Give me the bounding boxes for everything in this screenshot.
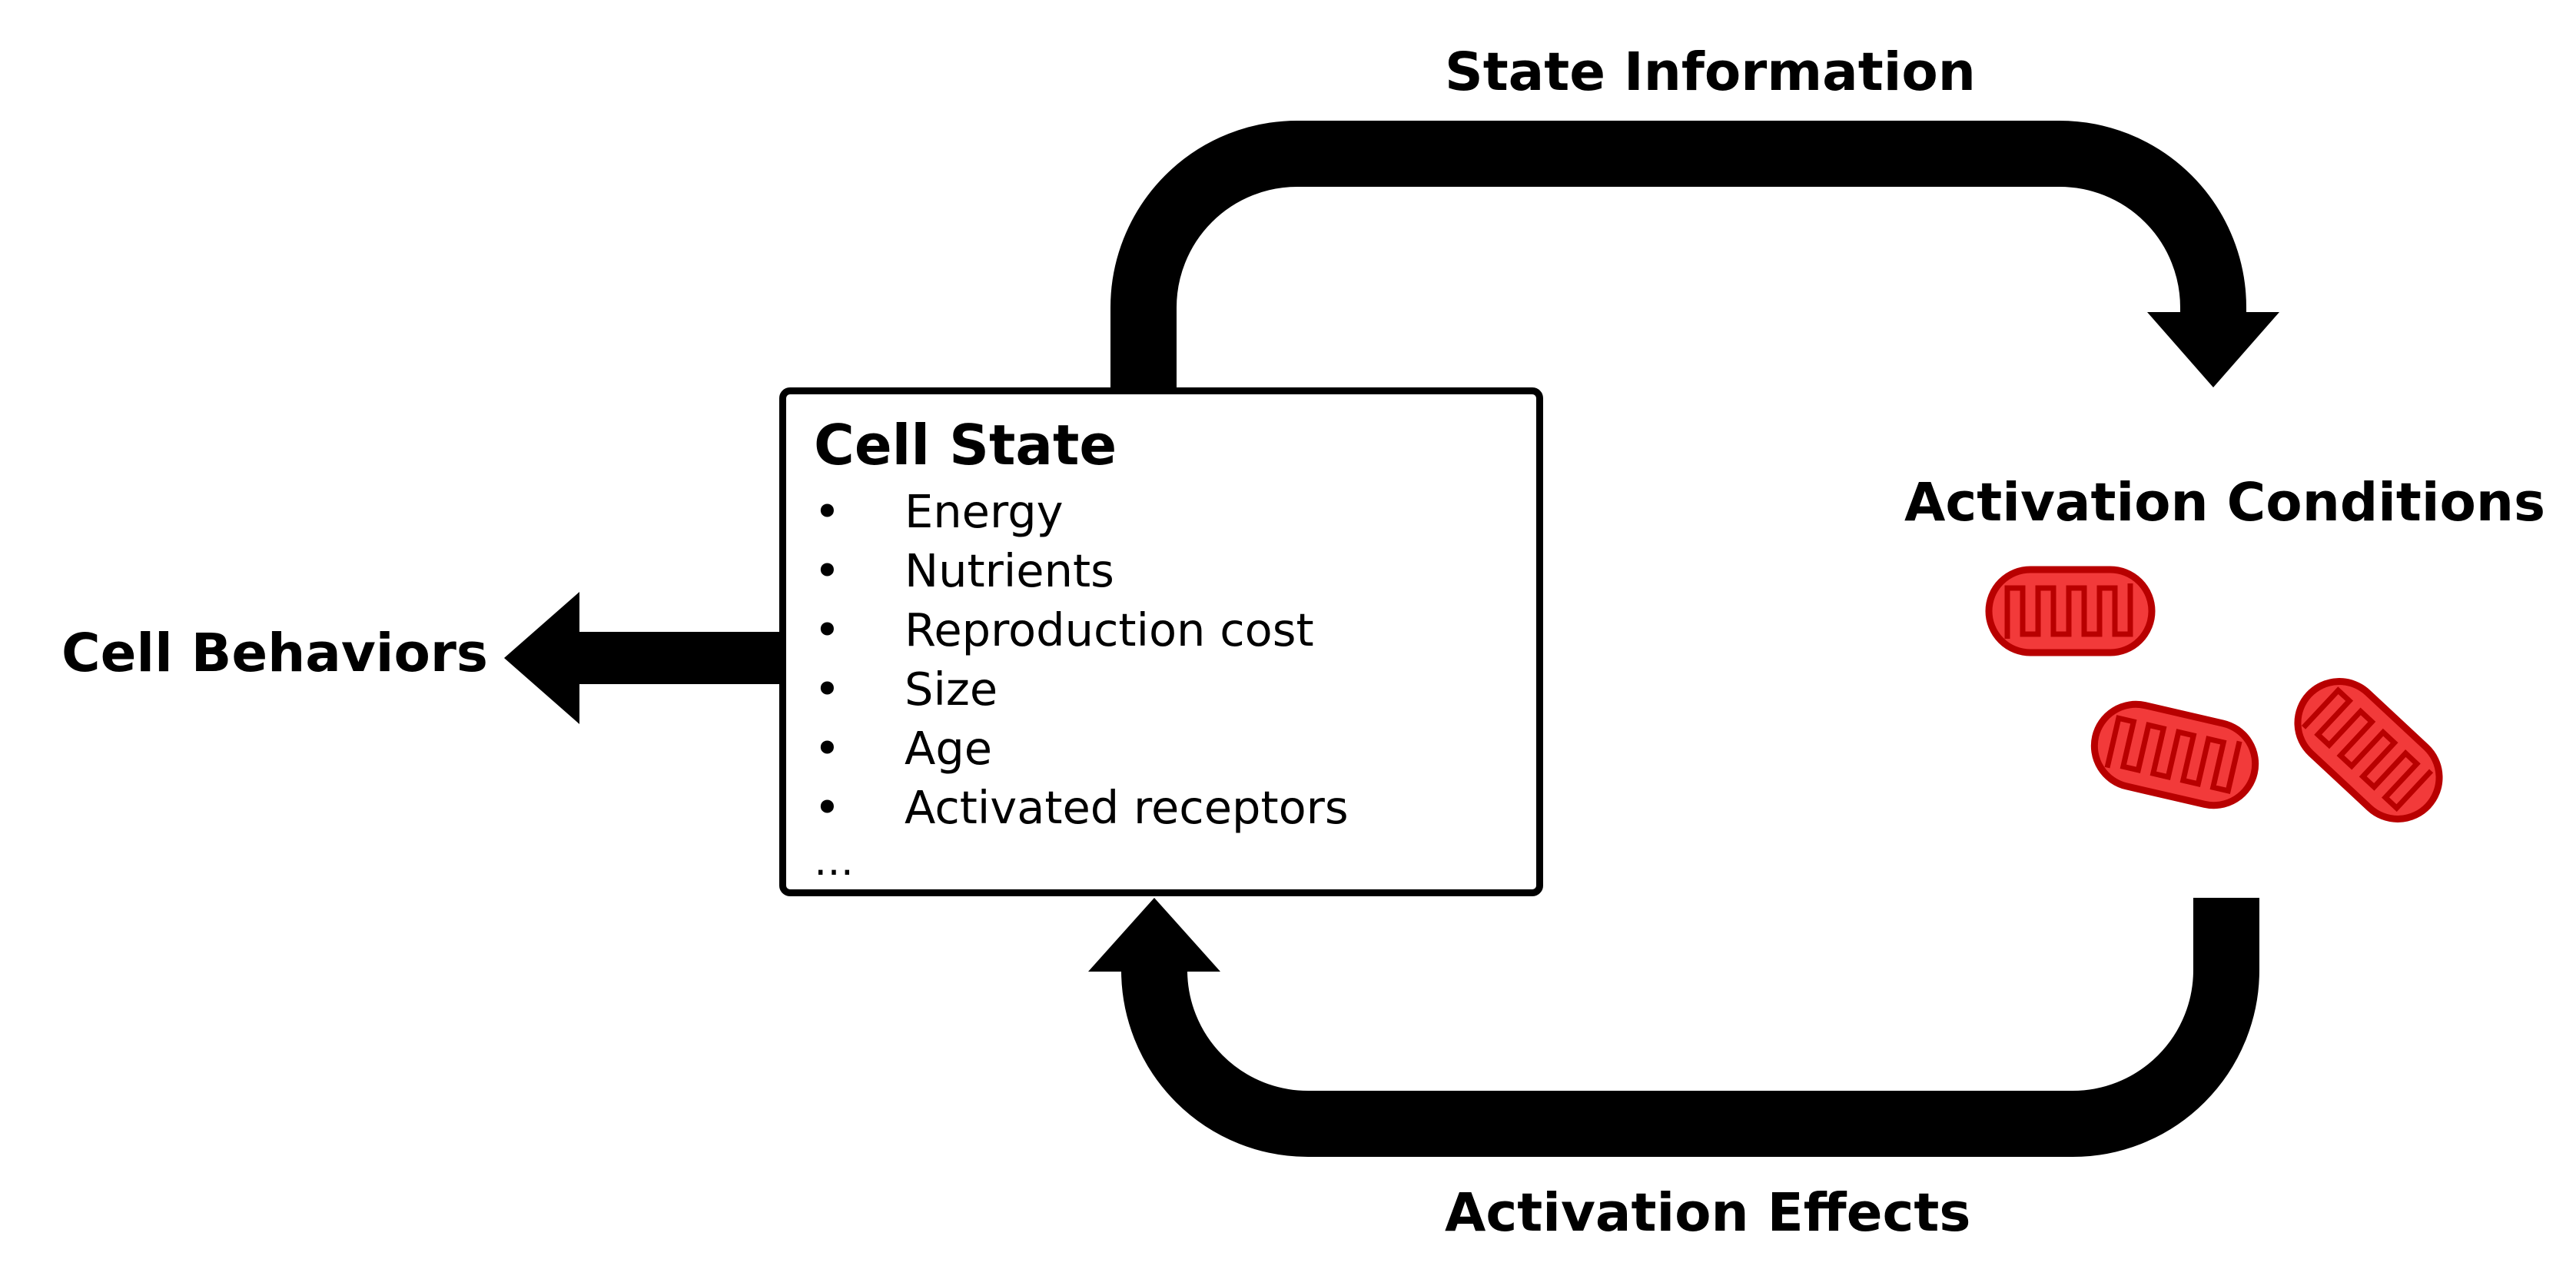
list-item: • Nutrients	[814, 541, 1536, 600]
mitochondrion-icon	[1989, 570, 2152, 653]
cell-behaviors-arrow-shaft	[576, 632, 785, 684]
mitochondrion-icon	[2086, 696, 2264, 814]
list-item-label: Size	[905, 663, 998, 716]
list-item: • Reproduction cost	[814, 600, 1536, 660]
state-information-label: State Information	[1445, 42, 1976, 103]
activation-effects-arrowhead	[1088, 898, 1220, 972]
list-item: • Size	[814, 660, 1536, 719]
activation-effects-label: Activation Effects	[1445, 1182, 1971, 1244]
state-information-arrowhead	[2147, 312, 2279, 387]
bullet: •	[814, 781, 841, 834]
bullet: •	[814, 722, 841, 775]
list-item: • Energy	[814, 482, 1536, 541]
cell-state-list: • Energy • Nutrients • Reproduction cost • S…	[814, 482, 1536, 837]
cell-state-title: Cell State	[814, 413, 1117, 477]
activation-effects-arrow	[1121, 898, 2259, 1157]
bullet: •	[814, 663, 841, 716]
list-item: • Age	[814, 719, 1536, 778]
cell-state-more-ellipsis: …	[814, 839, 857, 885]
cell-behaviors-arrowhead	[504, 592, 579, 724]
state-information-arrow	[1110, 121, 2246, 387]
list-item-label: Age	[905, 722, 993, 775]
cell-state-box: Cell State • Energy • Nutrients • Reproduct…	[779, 387, 1543, 896]
bullet: •	[814, 603, 841, 656]
bullet: •	[814, 485, 841, 538]
list-item-label: Activated receptors	[905, 781, 1349, 834]
bullet: •	[814, 544, 841, 597]
list-item: • Activated receptors	[814, 778, 1536, 837]
cell-behaviors-label: Cell Behaviors	[61, 623, 488, 684]
list-item-label: Reproduction cost	[905, 603, 1314, 656]
list-item-label: Nutrients	[905, 544, 1114, 597]
activation-conditions-label: Activation Conditions	[1904, 472, 2546, 533]
list-item-label: Energy	[905, 485, 1064, 538]
mitochondrion-icon	[2281, 664, 2457, 836]
